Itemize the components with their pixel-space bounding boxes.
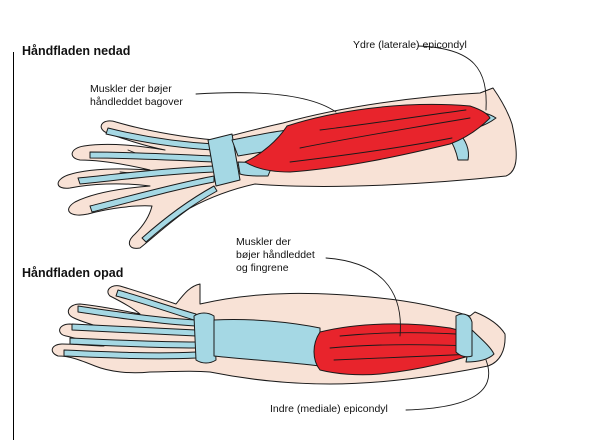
heading-palm-down: Håndfladen nedad xyxy=(22,44,131,58)
leader-extensors xyxy=(195,92,337,113)
label-extensors-line-1: Muskler der bøjer xyxy=(90,83,172,95)
label-flexors: Muskler der bøjer håndleddet og fingrene xyxy=(236,236,315,275)
palm-down-tendon-little xyxy=(89,175,215,213)
label-lateral-epicondyle: Ydre (laterale) epicondyl xyxy=(353,39,467,51)
heading-palm-up: Håndfladen opad xyxy=(22,266,124,280)
palm-down-wrist-retinaculum xyxy=(207,133,241,187)
leader-lines xyxy=(195,45,490,411)
palm-up-tendon-medial-epicondyle xyxy=(465,329,495,363)
palm-down-muscle-division-lines xyxy=(289,109,471,163)
leader-flexors xyxy=(325,257,401,337)
palm-down-tendon-thumb xyxy=(141,185,218,243)
forearm-palm-up xyxy=(51,283,506,385)
label-medial-epicondyle: Indre (mediale) epicondyl xyxy=(270,403,388,415)
label-extensors: Muskler der bøjer håndleddet bagover xyxy=(90,83,183,109)
label-extensors-line-2: håndleddet bagover xyxy=(90,96,183,108)
palm-up-flexor-muscles xyxy=(313,323,487,376)
left-border-rule xyxy=(13,52,14,440)
forearm-palm-down xyxy=(57,87,517,249)
label-flexors-line-3: og fingrene xyxy=(236,262,289,274)
palm-up-wrist-retinaculum xyxy=(193,312,217,364)
label-flexors-line-1: Muskler der xyxy=(236,236,291,248)
leader-lateral-epicondyle xyxy=(417,45,487,111)
palm-up-olecranon-tendon xyxy=(455,313,473,358)
leader-medial-epicondyle xyxy=(405,359,490,411)
label-flexors-line-2: bøjer håndleddet xyxy=(236,249,315,261)
palm-down-extensor-muscles xyxy=(244,103,491,173)
